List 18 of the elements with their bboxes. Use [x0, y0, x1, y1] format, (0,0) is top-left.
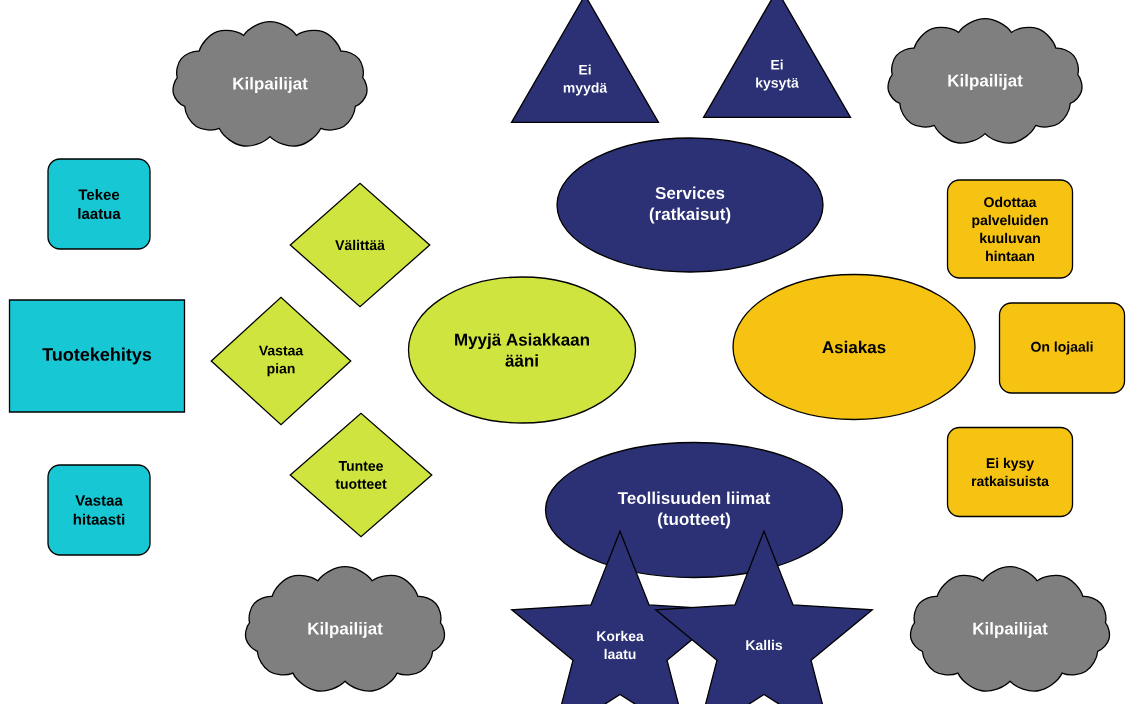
- oval: Services (ratkaisut): [556, 137, 824, 273]
- cloud: Kilpailijat: [909, 566, 1111, 692]
- oval: Myyjä Asiakkaan ääni: [407, 276, 637, 424]
- cloud: Kilpailijat: [172, 21, 368, 147]
- rectangle-box: Tuotekehitys: [8, 299, 186, 413]
- rounded-box: On lojaali: [998, 302, 1126, 394]
- node-label: Korkea laatu: [597, 630, 644, 660]
- triangle: Ei kysytä: [702, 0, 852, 119]
- cloud: Kilpailijat: [887, 18, 1083, 144]
- rounded-box: Ei kysy ratkaisuista: [946, 426, 1074, 518]
- rounded-box: Tekee laatua: [47, 158, 151, 250]
- cloud: Kilpailijat: [244, 566, 446, 692]
- node-label: Kallis: [746, 639, 783, 651]
- rounded-box: Vastaa hitaasti: [47, 464, 151, 556]
- rounded-box: Odottaa palveluiden kuuluvan hintaan: [946, 179, 1074, 279]
- oval: Teollisuuden liimat (tuotteet): [544, 441, 844, 579]
- oval: Asiakas: [732, 273, 976, 421]
- triangle: Ei myydä: [510, 0, 660, 124]
